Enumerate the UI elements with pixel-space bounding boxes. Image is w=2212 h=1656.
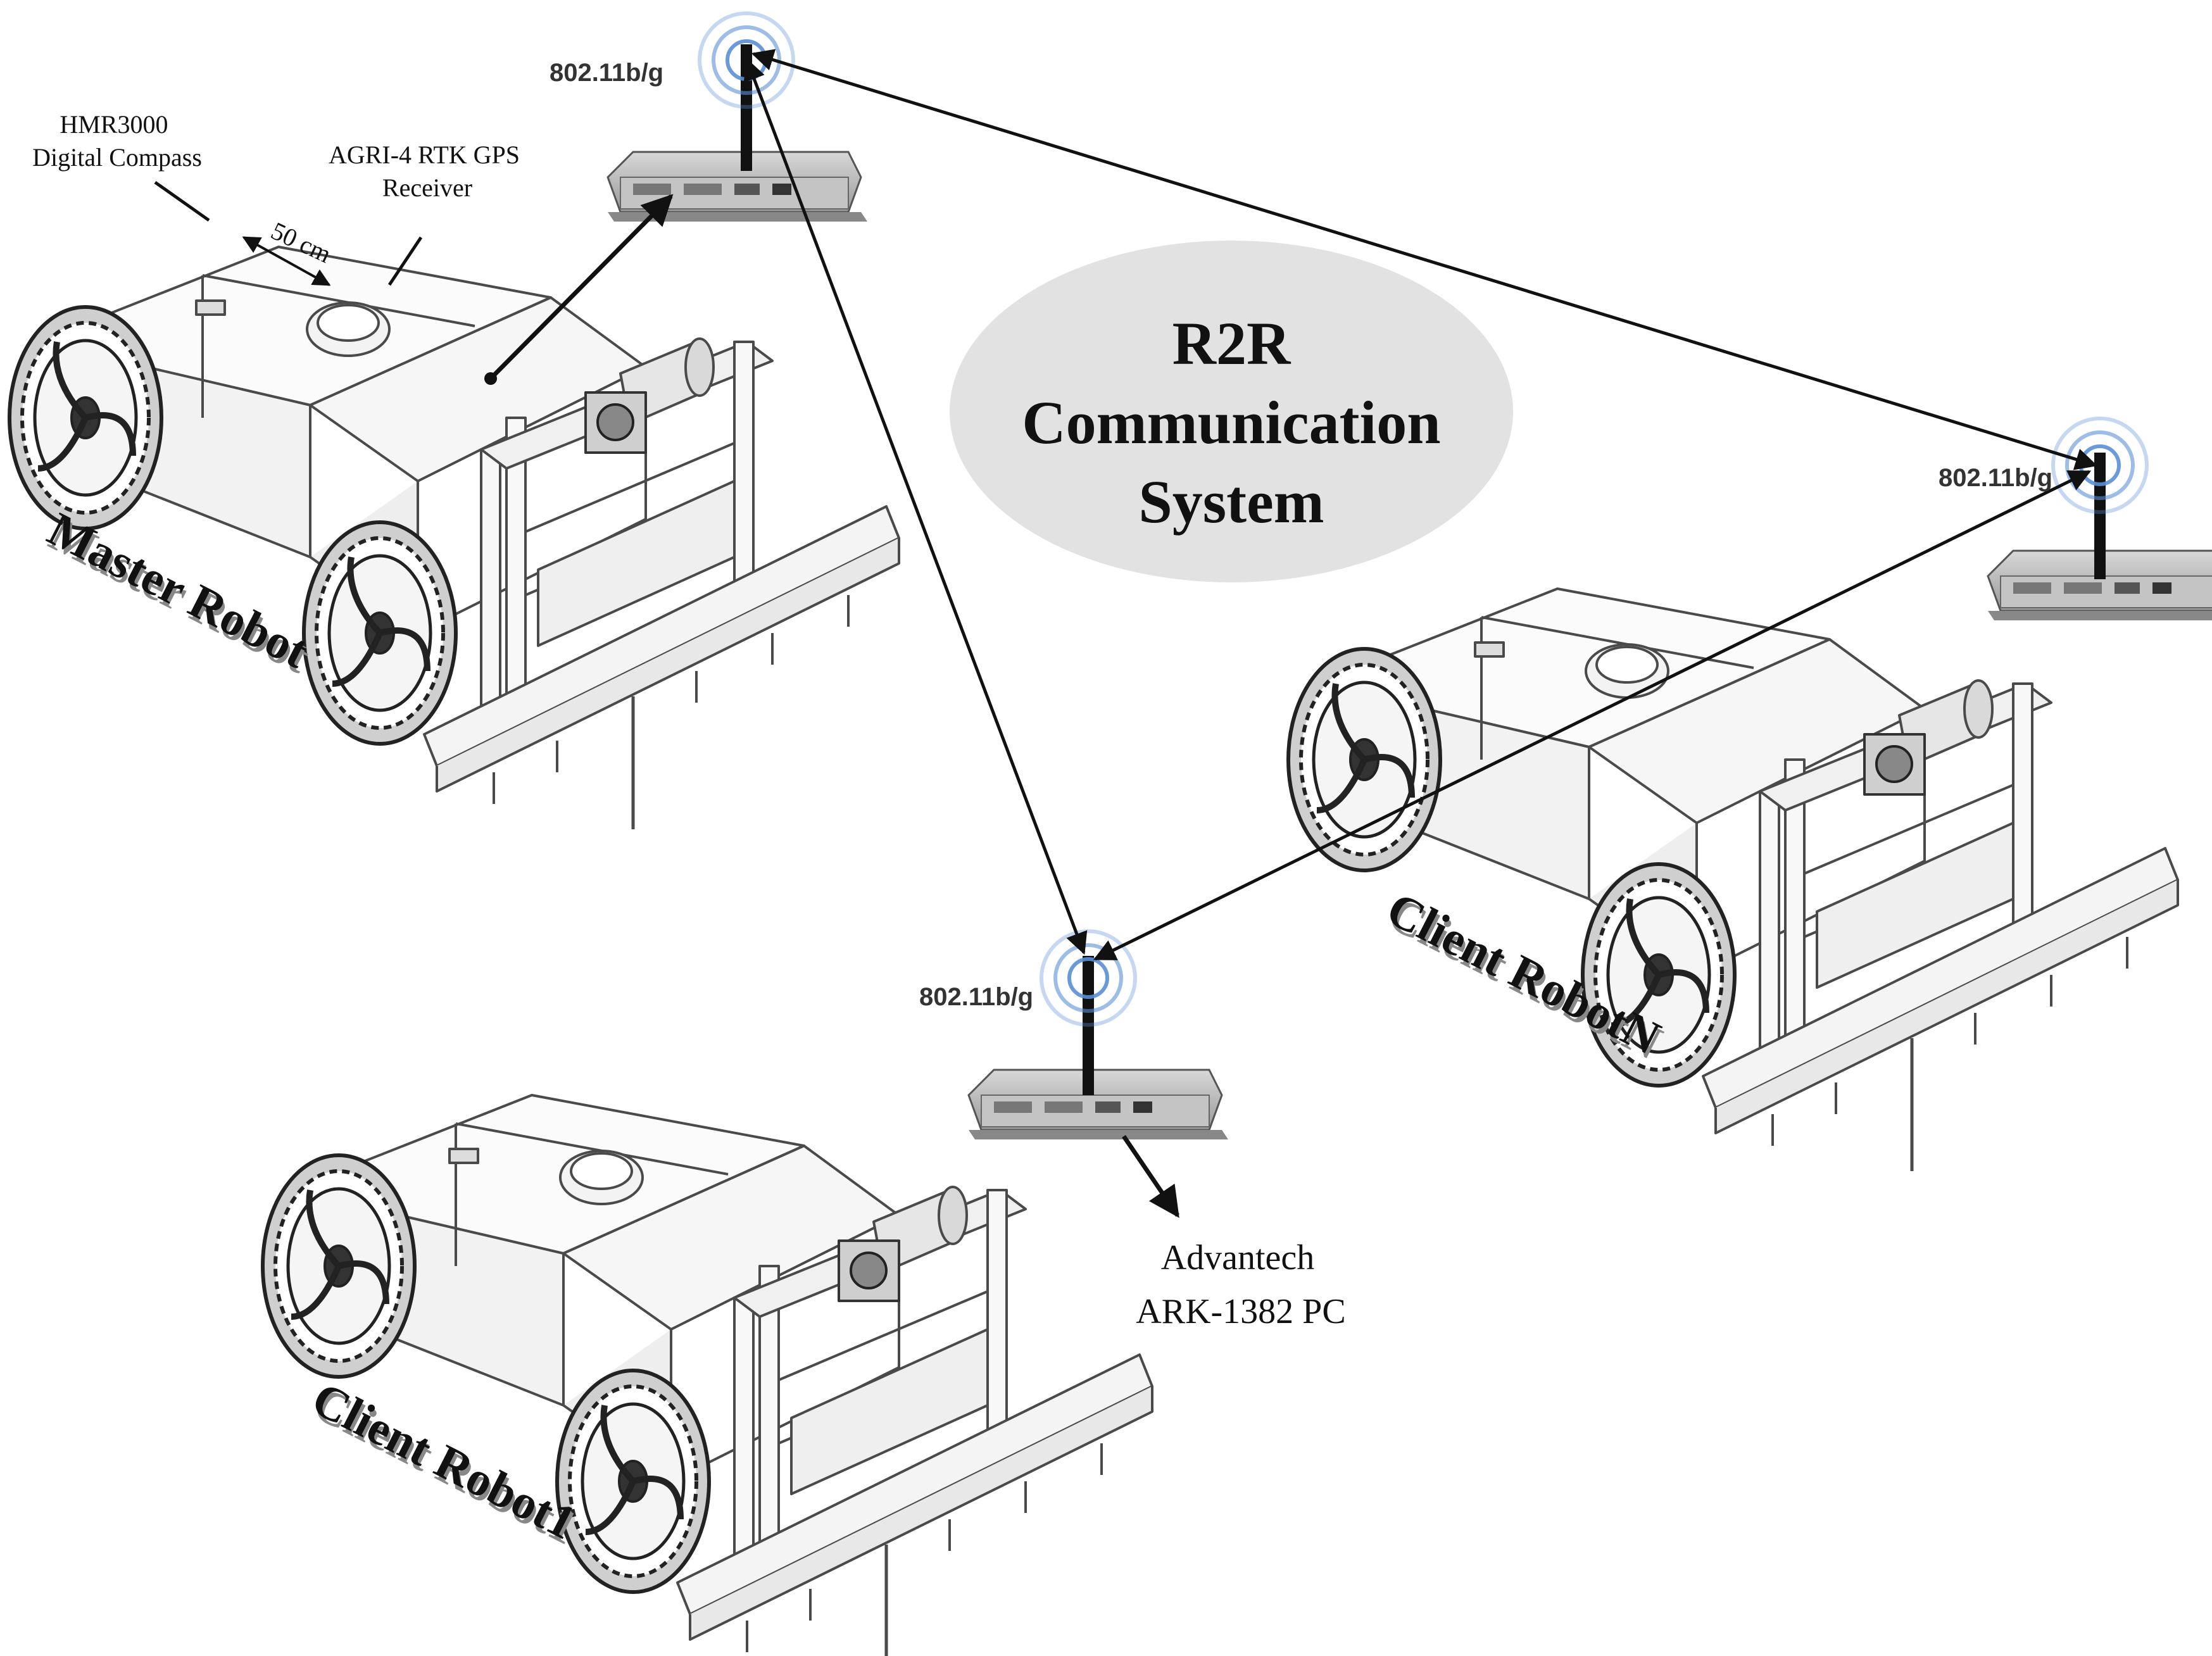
compass-label-line2: Digital Compass bbox=[32, 143, 202, 172]
communication-links bbox=[154, 49, 2098, 1219]
client-robot-n-drawing bbox=[1288, 589, 2178, 1171]
link-clientn-client1 bbox=[1093, 470, 2092, 961]
r2r-title-line1: R2R bbox=[1172, 310, 1291, 377]
compass-label-line1: HMR3000 bbox=[60, 110, 168, 139]
client-1-antenna bbox=[1083, 956, 1094, 1095]
pointer-compass bbox=[154, 180, 210, 222]
distance-span bbox=[242, 236, 331, 286]
client-1-wifi-label: 802.11b/g bbox=[919, 983, 1033, 1011]
r2r-title-line3: System bbox=[1138, 468, 1324, 536]
pointer-client1-pc bbox=[1122, 1135, 1179, 1219]
client-1-pc-unit bbox=[967, 929, 1229, 1141]
master-robot-drawing bbox=[9, 247, 899, 829]
master-pc-unit bbox=[606, 11, 869, 223]
master-wifi-label: 802.11b/g bbox=[550, 59, 663, 87]
link-master-robot-pc bbox=[489, 194, 674, 380]
master-link-origin-dot bbox=[484, 372, 497, 385]
client-robot-1-drawing bbox=[263, 1095, 1152, 1656]
link-master-client1 bbox=[743, 58, 1088, 955]
r2r-title-line2: Communication bbox=[1022, 389, 1440, 456]
client-n-wifi-label: 802.11b/g bbox=[1939, 464, 2052, 492]
pc-label-line2: ARK-1382 PC bbox=[1136, 1292, 1345, 1331]
gps-label-line1: AGRI-4 RTK GPS bbox=[329, 141, 520, 169]
gps-label-line2: Receiver bbox=[382, 173, 472, 202]
client-robot-1-label: Client Robot1 bbox=[304, 1372, 584, 1550]
client-n-pc-unit bbox=[1987, 417, 2212, 622]
pointer-gps bbox=[387, 236, 423, 286]
client-1-wifi-icon bbox=[1040, 929, 1137, 1027]
client-n-antenna bbox=[2094, 453, 2106, 579]
client-robot-1-label-group: Client Robot1 Client Robot1 bbox=[304, 1372, 586, 1555]
pc-label-line1: Advantech bbox=[1161, 1238, 1315, 1277]
